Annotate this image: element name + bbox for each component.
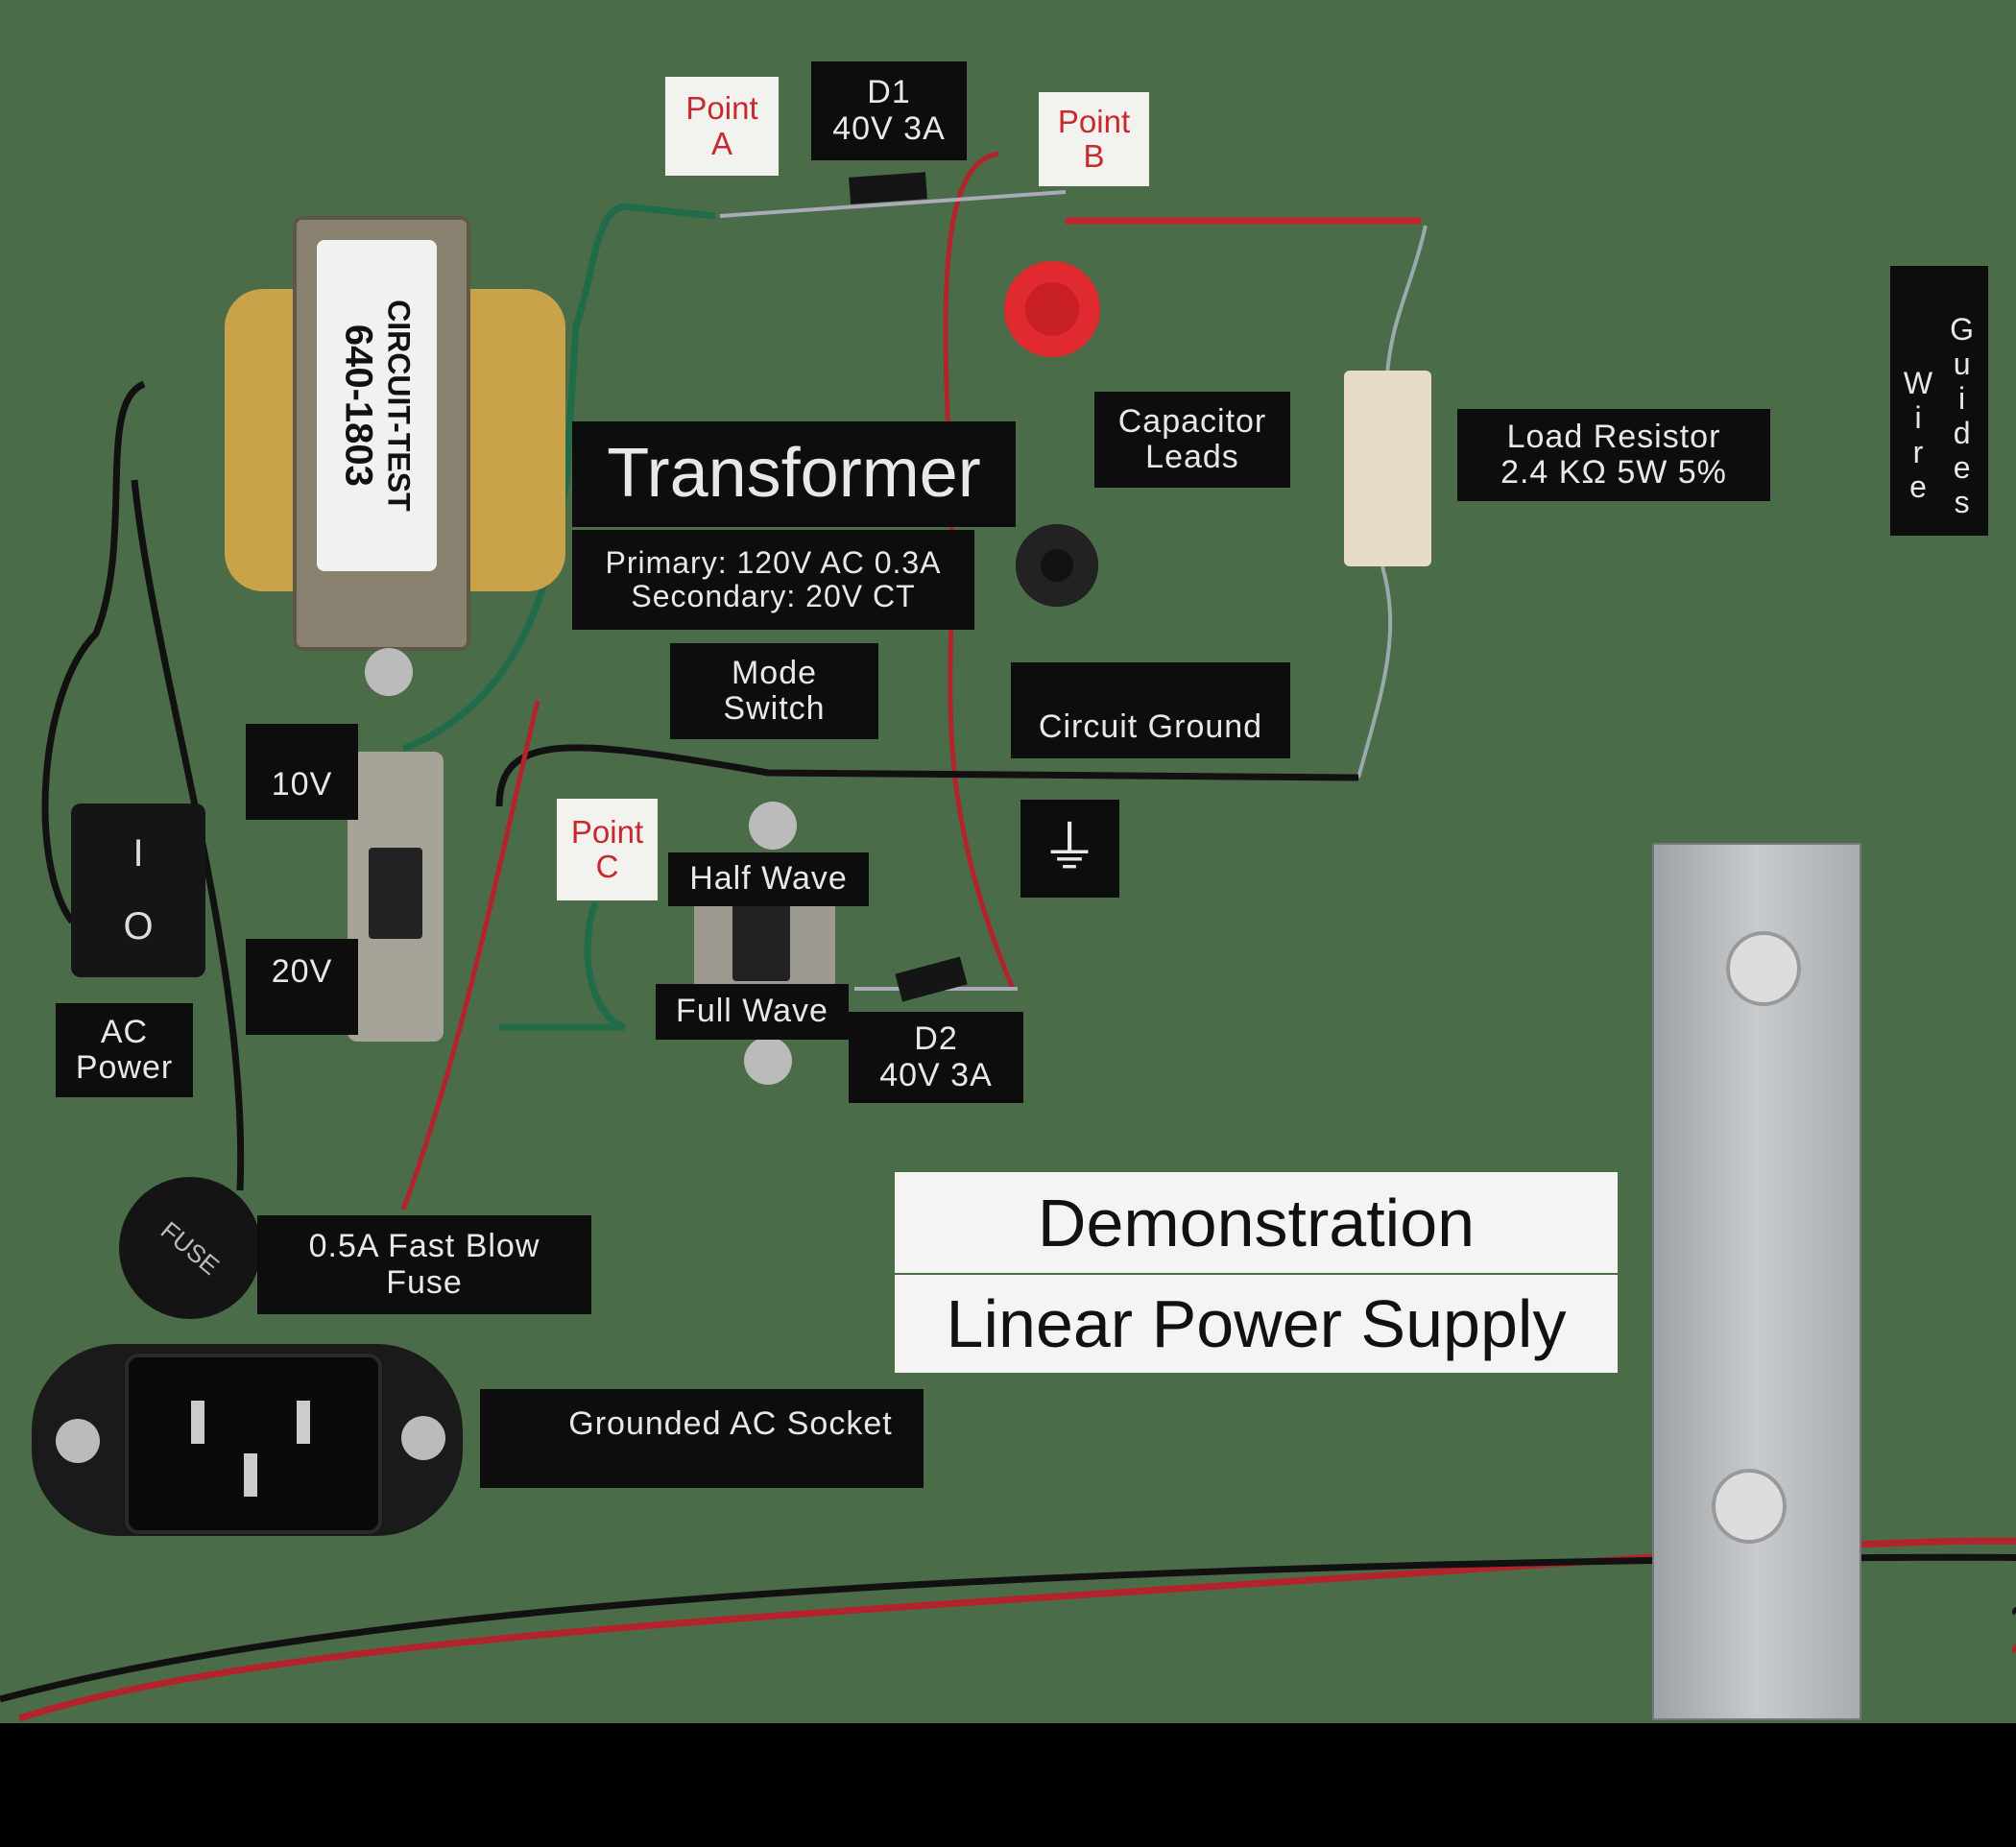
point-c-label: Point C <box>557 799 658 900</box>
transformer-title: Transformer <box>607 435 981 513</box>
mode-switch-screw-top <box>749 802 797 850</box>
rocker-on-mark: I <box>132 832 144 876</box>
subtitle-text: Linear Power Supply <box>946 1286 1567 1361</box>
fuse-word: Fuse <box>386 1263 463 1301</box>
ac-socket-screw-right <box>401 1416 445 1460</box>
d1-lead <box>719 190 1067 218</box>
mode-slide-knob[interactable] <box>732 895 790 981</box>
resistor-lead-bottom <box>1356 565 1393 779</box>
d2-name: D2 <box>914 1020 958 1058</box>
circuit-ground-label: Circuit Ground <box>1011 662 1290 758</box>
transformer-sticker: CIRCUIT-TEST 640-1803 <box>317 240 437 571</box>
load-resistor-body <box>1344 371 1431 566</box>
full-wave-text: Full Wave <box>676 993 828 1030</box>
transformer-mount-screw <box>365 648 413 696</box>
load-resistor-title: Load Resistor <box>1506 418 1721 455</box>
transformer-specs-label: Primary: 120V AC 0.3A Secondary: 20V CT <box>572 530 974 630</box>
ground-bus-wire <box>495 744 1359 807</box>
d1-name: D1 <box>867 74 911 111</box>
ac-pin-right <box>297 1401 310 1444</box>
red-binding-post[interactable] <box>1004 261 1100 357</box>
primary-spec: Primary: 120V AC 0.3A <box>605 544 942 580</box>
20v-label: 20V <box>246 939 358 1035</box>
ac-power-line2: Power <box>75 1049 174 1086</box>
ac-power-line1: AC <box>100 1013 149 1050</box>
point-b-line1: Point <box>1057 103 1131 139</box>
capacitor-leads-line2: Leads <box>1145 439 1239 475</box>
title-label: Demonstration <box>895 1172 1618 1273</box>
ac-power-label: AC Power <box>56 1003 193 1097</box>
d1-rating: 40V 3A <box>832 109 946 147</box>
ac-pin-ground <box>244 1453 257 1497</box>
point-c-line2: C <box>595 849 619 884</box>
point-a-line2: A <box>710 125 732 161</box>
mode-switch-screw-bottom <box>744 1037 792 1085</box>
10v-text: 10V <box>271 765 333 803</box>
point-c-line1: Point <box>570 813 644 850</box>
ac-pin-left <box>191 1401 204 1444</box>
20v-text: 20V <box>271 953 333 990</box>
ac-socket-screw-left <box>56 1419 100 1463</box>
circuit-ground-text: Circuit Ground <box>1038 708 1263 745</box>
transformer-brand: CIRCUIT-TEST <box>381 300 417 512</box>
d2-rating: 40V 3A <box>879 1056 993 1093</box>
guides-word: Guides <box>1944 311 1980 519</box>
subtitle-label: Linear Power Supply <box>895 1275 1618 1373</box>
wire-guides-label: Wire Guides <box>1890 266 1988 536</box>
transformer-part: 640-1803 <box>338 324 381 488</box>
bracket-screw-top <box>1726 931 1801 1006</box>
secondary-spec: Secondary: 20V CT <box>631 579 916 613</box>
point-b-line2: B <box>1083 138 1105 174</box>
d1-diode <box>849 172 927 204</box>
d2-label: D2 40V 3A <box>849 1012 1023 1103</box>
point-a-line1: Point <box>685 90 758 127</box>
ac-socket-label: Grounded AC Socket <box>480 1389 924 1488</box>
resistor-lead-top <box>1385 225 1428 375</box>
red-wire-switch <box>400 700 540 1211</box>
load-resistor-spec: 2.4 KΩ 5W 5% <box>1500 454 1727 491</box>
fuse-label: 0.5A Fast Blow Fuse <box>257 1215 591 1314</box>
point-a-label: Point A <box>665 77 779 176</box>
black-wire-left <box>41 380 146 924</box>
black-binding-post[interactable] <box>1016 524 1098 607</box>
transformer-label: Transformer <box>572 421 1016 527</box>
ac-power-rocker-switch[interactable]: I O <box>71 804 205 977</box>
point-b-label: Point B <box>1039 92 1149 186</box>
fuse-cap-text: FUSE <box>156 1214 226 1281</box>
load-resistor-label: Load Resistor 2.4 KΩ 5W 5% <box>1457 409 1770 501</box>
bracket-screw-bottom <box>1712 1469 1787 1544</box>
voltage-slide-knob[interactable] <box>369 848 422 939</box>
10v-label: 10V <box>246 724 358 820</box>
fuse-rating: 0.5A Fast Blow <box>308 1228 540 1265</box>
ac-socket-text: Grounded AC Socket <box>568 1405 893 1442</box>
d1-label: D1 40V 3A <box>811 61 967 160</box>
capacitor-leads-line1: Capacitor <box>1117 402 1267 440</box>
fuse-holder[interactable]: FUSE <box>119 1177 261 1319</box>
d2-diode <box>895 956 968 1002</box>
green-wire-c <box>499 900 626 1031</box>
capacitor-leads-label: Capacitor Leads <box>1094 392 1290 488</box>
title-text: Demonstration <box>1037 1185 1476 1260</box>
ground-symbol-label: ⏚ <box>1020 800 1119 898</box>
mode-switch-line1: Mode <box>731 654 818 691</box>
wire-word: Wire <box>1901 365 1935 504</box>
half-wave-label: Half Wave <box>668 852 869 906</box>
ground-icon: ⏚ <box>1041 816 1099 880</box>
half-wave-text: Half Wave <box>689 860 848 898</box>
full-wave-label: Full Wave <box>656 984 849 1040</box>
mode-switch-line2: Switch <box>723 690 826 727</box>
rocker-off-mark: O <box>123 904 154 947</box>
mode-switch-label: Mode Switch <box>670 643 878 739</box>
ac-socket-inlet[interactable] <box>125 1354 382 1534</box>
metal-bracket <box>1652 843 1861 1720</box>
voltage-slide-switch[interactable] <box>348 752 444 1042</box>
